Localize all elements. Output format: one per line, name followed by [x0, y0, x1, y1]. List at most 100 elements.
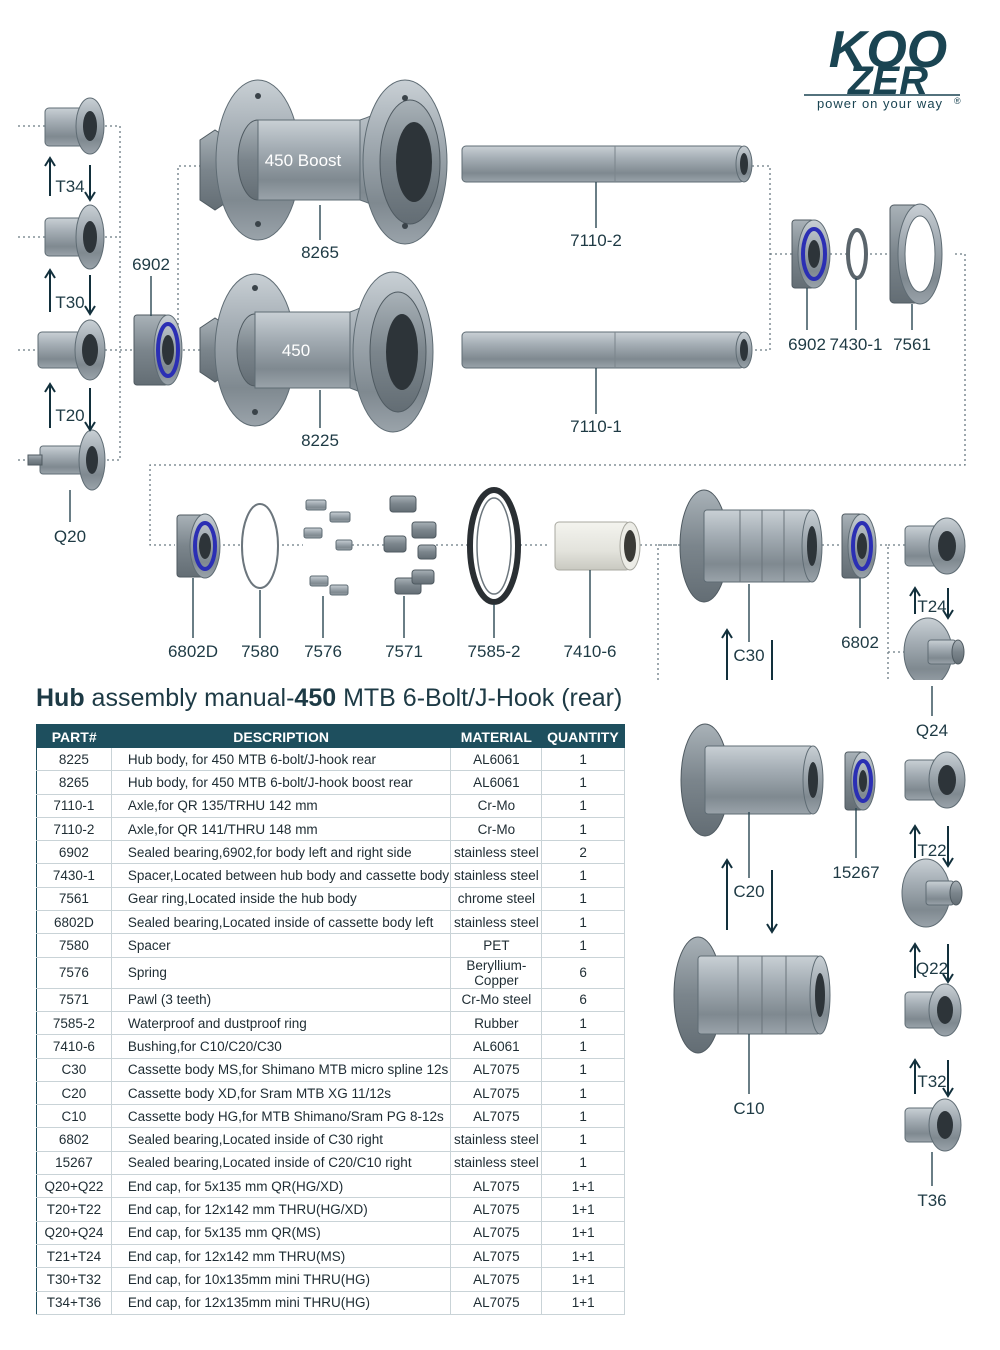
cell-quantity: 1	[541, 1151, 625, 1176]
cell-material: chrome steel	[450, 887, 543, 912]
cell-quantity: 1+1	[541, 1244, 625, 1269]
label-7410-6: 7410-6	[564, 642, 617, 661]
label-7110-2: 7110-2	[570, 231, 622, 250]
cell-part: T30+T32	[36, 1267, 112, 1292]
logo-tagline: power on your way	[817, 96, 943, 111]
cell-description: Bushing,for C10/C20/C30	[111, 1034, 452, 1059]
springs-7576	[303, 499, 353, 596]
arrows-lower	[721, 824, 954, 1098]
bushing-7410-6	[554, 521, 641, 571]
cell-quantity: 1	[541, 887, 625, 912]
cell-material: stainless steel	[450, 840, 543, 865]
diagram-canvas-lower: C20 15267 C10 T22 Q22 T32 T36	[673, 723, 966, 1210]
hub-body-8225: 450	[199, 271, 434, 433]
cell-description: End cap, for 12x142 mm THRU(MS)	[111, 1244, 452, 1269]
label-Q24-box: Q24	[916, 686, 948, 740]
part-labels-upper: T34 T30 T20 Q20 6902 8265 8225 7110-2 71…	[54, 177, 947, 665]
label-8265: 8265	[301, 243, 339, 262]
label-7580: 7580	[241, 642, 279, 661]
cell-material: AL7075	[450, 1291, 543, 1315]
seal-ring-7585-2	[467, 487, 521, 605]
label-Q22: Q22	[916, 959, 948, 978]
cell-description: End cap, for 10x135mm mini THRU(HG)	[111, 1267, 452, 1292]
axle-7110-1	[461, 331, 753, 369]
cell-quantity: 1+1	[541, 1291, 625, 1315]
cell-part: 7110-1	[36, 794, 112, 818]
cell-quantity: 1	[541, 817, 625, 842]
end-cap-T24	[904, 517, 966, 575]
label-T30: T30	[55, 293, 84, 312]
label-7561: 7561	[893, 335, 931, 354]
table-header-row: PART# DESCRIPTION MATERIAL QUANTITY	[36, 724, 625, 748]
cell-quantity: 1+1	[541, 1174, 625, 1199]
cell-material: AL6061	[450, 1034, 543, 1059]
cell-quantity: 6	[541, 988, 625, 1012]
cell-description: End cap, for 5x135 mm QR(HG/XD)	[111, 1174, 452, 1199]
hub-label-boost: 450 Boost	[265, 151, 342, 170]
cell-description: End cap, for 5x135 mm QR(MS)	[111, 1221, 452, 1245]
cell-part: Q20+Q22	[36, 1174, 112, 1199]
cell-quantity: 1	[541, 1058, 625, 1082]
cell-description: Waterproof and dustproof ring	[111, 1011, 452, 1036]
cell-quantity: 1	[541, 863, 625, 888]
label-6902-left: 6902	[132, 255, 170, 274]
cell-quantity: 6	[541, 957, 625, 989]
cell-part: 7585-2	[36, 1011, 112, 1036]
label-T24: T24	[917, 597, 946, 616]
cell-description: End cap, for 12x135mm mini THRU(HG)	[111, 1291, 452, 1315]
spacer-7580	[241, 503, 279, 589]
cell-part: T20+T22	[36, 1197, 112, 1222]
cell-part: C10	[36, 1104, 112, 1129]
cell-quantity: 1	[541, 933, 625, 958]
brand-logo: KOO ZER power on your way ®	[804, 21, 961, 111]
cell-description: Axle,for QR 141/THRU 148 mm	[111, 817, 452, 842]
cell-quantity: 1	[541, 1034, 625, 1059]
cell-quantity: 1+1	[541, 1221, 625, 1245]
label-15267: 15267	[832, 863, 879, 882]
cell-description: Spacer,Located between hub body and cass…	[111, 863, 452, 888]
cell-material: AL7075	[450, 1221, 543, 1245]
cell-quantity: 2	[541, 840, 625, 865]
cell-description: Cassette body XD,for Sram MTB XG 11/12s	[111, 1081, 452, 1106]
end-cap-T22	[904, 751, 966, 809]
cell-quantity: 1	[541, 910, 625, 935]
title-mid: assembly manual-	[84, 684, 295, 712]
label-T34: T34	[55, 177, 84, 196]
cassette-body-C20	[680, 723, 824, 837]
title-rest: MTB 6-Bolt/J-Hook (rear)	[336, 684, 623, 712]
label-C10: C10	[733, 1099, 764, 1118]
label-6802: 6802	[841, 633, 879, 652]
cell-material: Cr-Mo steel	[450, 988, 543, 1012]
label-7576: 7576	[304, 642, 342, 661]
cell-material: AL7075	[450, 1267, 543, 1292]
cell-part: 6902	[36, 840, 112, 865]
diagram-canvas: KOO ZER power on your way ®	[18, 21, 966, 1126]
cell-part: 7580	[36, 933, 112, 958]
cell-part: 7561	[36, 887, 112, 912]
arrows-left	[44, 156, 96, 432]
cell-material: Cr-Mo	[450, 794, 543, 818]
cell-material: Cr-Mo	[450, 817, 543, 842]
cell-part: 15267	[36, 1151, 112, 1176]
cell-part: 7110-2	[36, 817, 112, 842]
label-C20: C20	[733, 882, 764, 901]
cell-part: 7430-1	[36, 863, 112, 888]
header-material: MATERIAL	[450, 724, 542, 748]
cell-material: AL6061	[450, 770, 543, 795]
